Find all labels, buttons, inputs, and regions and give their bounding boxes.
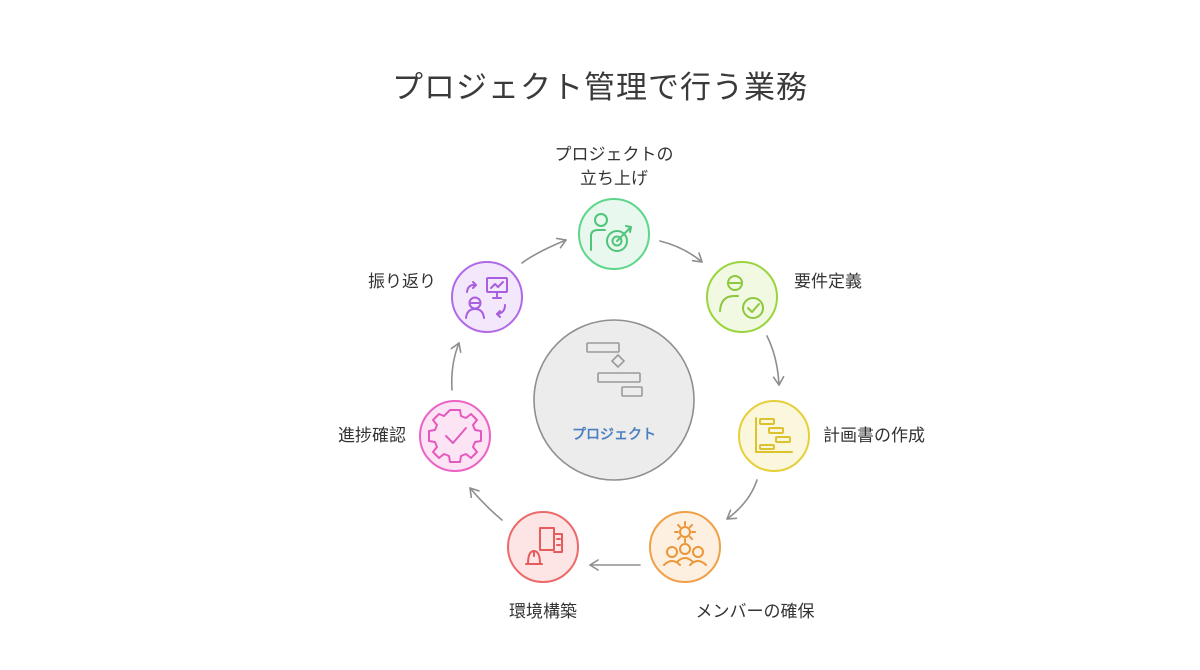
arrow-launch-to-requirements bbox=[659, 240, 703, 263]
page-title: プロジェクト管理で行う業務 bbox=[392, 70, 808, 106]
step-label-progress: 進捗確認 bbox=[338, 426, 406, 446]
target-person-icon bbox=[590, 213, 632, 252]
step-label-plan: 計画書の作成 bbox=[823, 426, 925, 446]
step-label-environment: 環境構築 bbox=[509, 602, 577, 622]
step-label-launch-line2: 立ち上げ bbox=[580, 169, 648, 189]
step-label-review: 振り返り bbox=[368, 272, 436, 292]
step-label-members: メンバーの確保 bbox=[695, 602, 815, 622]
arrow-review-to-launch bbox=[521, 237, 567, 264]
step-node-requirements bbox=[706, 261, 778, 333]
step-label-launch-line1: プロジェクトの bbox=[554, 145, 674, 165]
center-project-label: プロジェクト bbox=[572, 427, 656, 443]
arrow-environment-to-progress bbox=[469, 487, 503, 521]
step-label-launch: プロジェクトの 立ち上げ bbox=[534, 143, 694, 191]
step-node-launch bbox=[578, 198, 650, 270]
construction-icon bbox=[525, 527, 563, 565]
team-gear-icon bbox=[663, 521, 707, 566]
gantt-chart-icon bbox=[755, 417, 793, 453]
step-node-progress bbox=[419, 400, 491, 472]
step-label-requirements: 要件定義 bbox=[794, 272, 862, 292]
presentation-review-icon bbox=[465, 277, 508, 319]
cycle-arrows bbox=[450, 237, 785, 571]
step-node-plan bbox=[738, 400, 810, 472]
gear-check-icon bbox=[428, 409, 482, 463]
center-project-node bbox=[533, 319, 695, 481]
gantt-icon bbox=[586, 342, 643, 397]
step-node-environment bbox=[507, 511, 579, 583]
user-check-icon bbox=[719, 275, 764, 319]
arrow-progress-to-review bbox=[450, 342, 462, 391]
step-node-review bbox=[451, 261, 523, 333]
arrow-requirements-to-plan bbox=[766, 335, 785, 386]
step-node-members bbox=[649, 511, 721, 583]
arrow-plan-to-members bbox=[726, 479, 758, 520]
